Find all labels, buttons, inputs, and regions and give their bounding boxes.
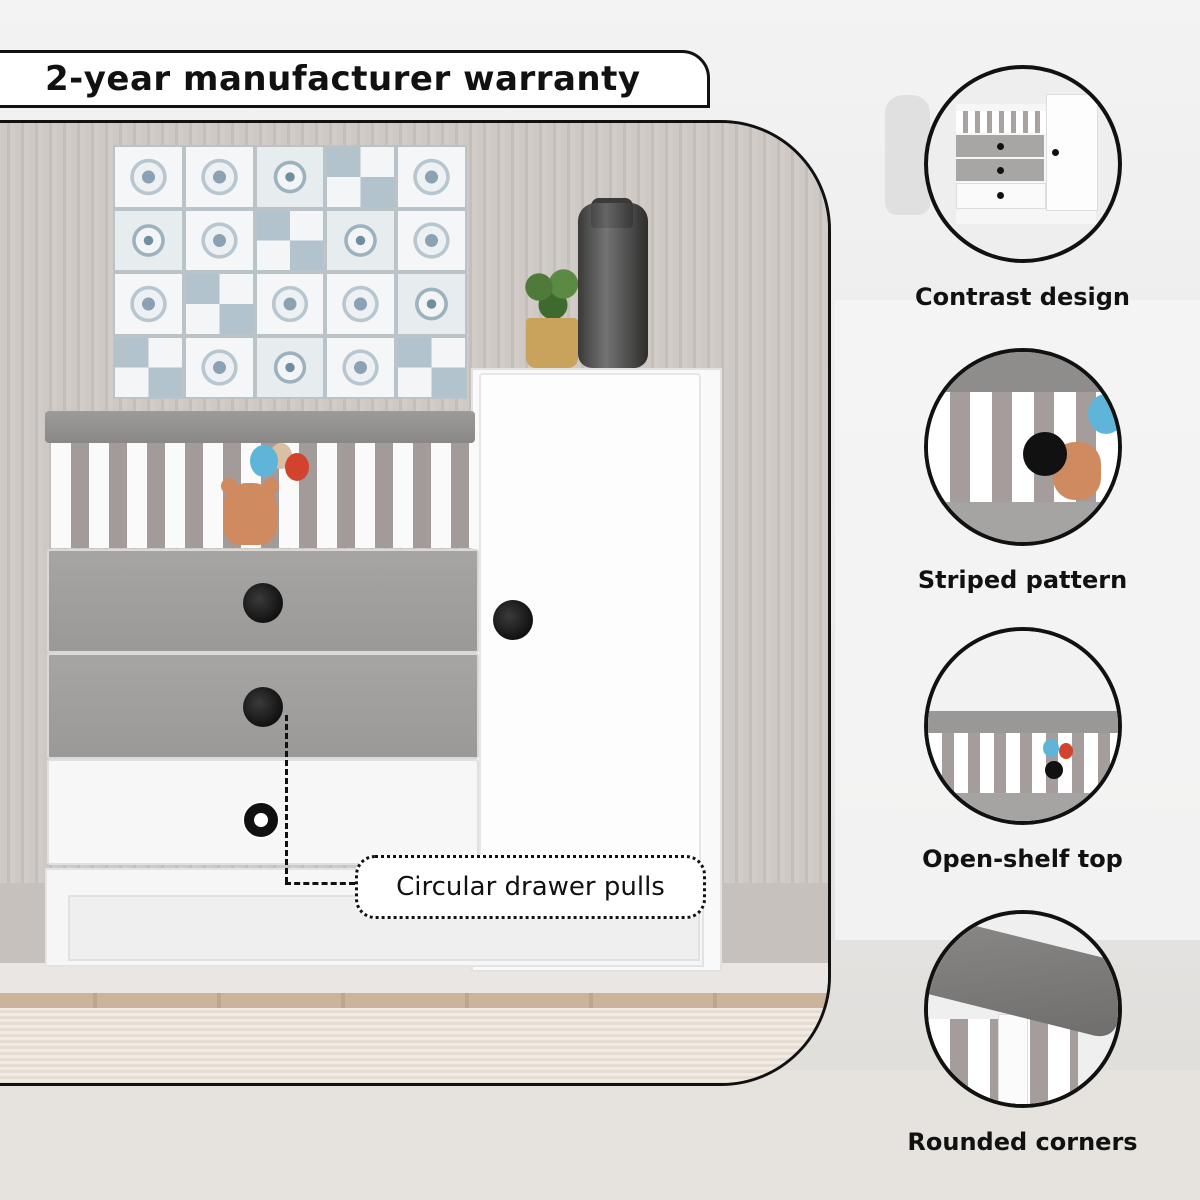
art-tile <box>185 337 253 397</box>
potted-plant-leaves <box>518 263 588 323</box>
dresser-top <box>45 411 475 443</box>
balloon-icon <box>1042 739 1059 757</box>
plant-pot <box>526 318 578 368</box>
art-tile <box>115 147 182 207</box>
art-tile <box>256 147 324 207</box>
balloon-icon <box>1087 394 1118 434</box>
art-tile <box>256 274 324 334</box>
art-tile <box>398 147 465 207</box>
thumb-top-board <box>927 711 1118 733</box>
striped-pattern-thumbnail <box>923 348 1122 546</box>
feature-striped-pattern: Striped pattern <box>895 348 1150 594</box>
drawer-knob <box>243 687 283 727</box>
art-tile <box>398 274 465 334</box>
teddy-bear-icon <box>223 483 277 545</box>
feature-contrast-design: Contrast design <box>895 65 1150 311</box>
feature-label: Open-shelf top <box>922 845 1123 873</box>
feature-label: Contrast design <box>914 283 1131 311</box>
mini-stripe-drawer <box>955 111 1046 133</box>
art-tile <box>398 337 465 397</box>
art-tile <box>327 147 395 207</box>
mini-knob <box>996 167 1004 174</box>
art-tile <box>327 210 395 270</box>
balloon-icon <box>1058 743 1073 759</box>
product-photo-panel <box>0 120 831 1086</box>
drawer-pulls-callout: Circular drawer pulls <box>355 855 706 919</box>
warranty-banner: 2-year manufacturer warranty <box>0 50 710 108</box>
art-tile <box>115 274 182 334</box>
contrast-design-thumbnail <box>923 65 1122 263</box>
rounded-corners-thumbnail <box>923 910 1122 1108</box>
mini-knob <box>1051 149 1059 156</box>
thumb-knob <box>1044 761 1063 779</box>
balloon-icon <box>285 453 309 481</box>
feature-rounded-corners: Rounded corners <box>895 910 1150 1156</box>
rug <box>0 1008 828 1083</box>
callout-line-horizontal <box>285 882 355 885</box>
art-tile <box>185 274 253 334</box>
art-tile <box>185 147 253 207</box>
thumb-top-board <box>927 352 1118 392</box>
door-knob <box>493 600 533 640</box>
art-tile <box>115 210 182 270</box>
background-vase <box>885 95 930 215</box>
art-tile <box>256 210 324 270</box>
art-tile <box>115 337 182 397</box>
thumb-gray-drawer <box>927 793 1118 821</box>
open-shelf-top-thumbnail <box>923 627 1122 825</box>
art-tile <box>256 337 324 397</box>
art-tile <box>398 210 465 270</box>
thumb-gray-drawer <box>927 502 1118 542</box>
mini-knob <box>996 143 1004 150</box>
feature-label: Rounded corners <box>907 1128 1138 1156</box>
art-tile <box>327 337 395 397</box>
art-tile <box>327 274 395 334</box>
thumb-corner-post <box>997 1014 1028 1104</box>
mini-white-drawer <box>955 183 1046 209</box>
feature-open-shelf-top: Open-shelf top <box>895 627 1150 873</box>
drawer-knob <box>243 583 283 623</box>
thumb-stripes <box>927 733 1118 793</box>
feature-label: Striped pattern <box>917 566 1128 594</box>
art-tile <box>185 210 253 270</box>
glass-vase <box>578 203 648 368</box>
mini-knob <box>996 192 1004 199</box>
wall-art-tiles <box>113 145 467 399</box>
balloon-icon <box>250 445 278 477</box>
thumb-knob <box>1022 432 1067 476</box>
callout-line-vertical <box>285 715 288 883</box>
knob-highlight-dot <box>254 813 268 827</box>
